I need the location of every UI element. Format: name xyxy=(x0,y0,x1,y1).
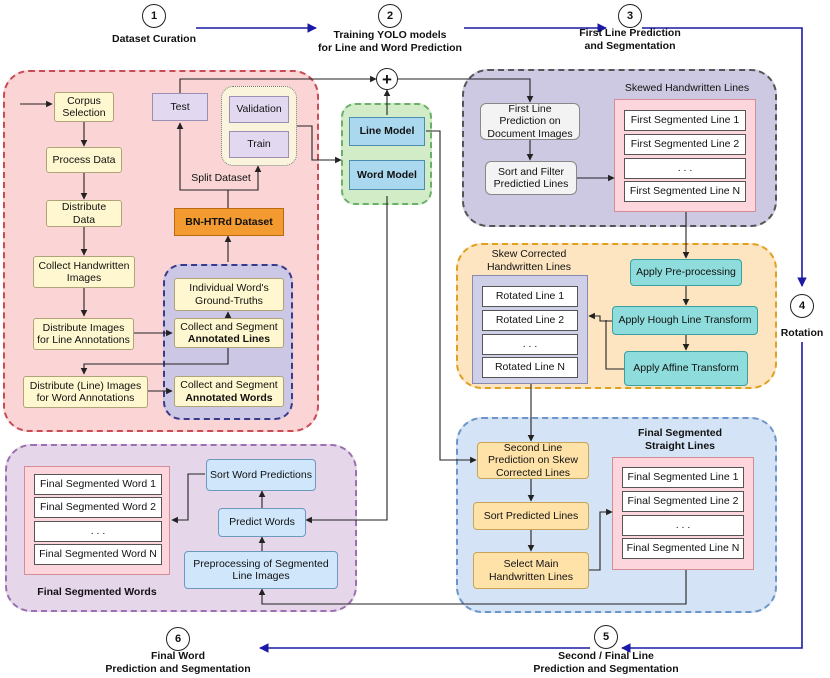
preprocessing-segmented-box: Preprocessing of Segmented Line Images xyxy=(184,551,338,589)
final-segmented-line-1: Final Segmented Line 1 xyxy=(622,467,744,488)
apply-affine-box: Apply Affine Transform xyxy=(624,351,748,386)
distribute-line-box: Distribute Images for Line Annotations xyxy=(33,318,134,350)
collect-images-box: Collect Handwritten Images xyxy=(33,256,135,288)
select-main-lines-box: Select Main Handwritten Lines xyxy=(473,552,589,589)
rotated-line-n: Rotated Line N xyxy=(482,357,578,378)
rotated-line-ellipsis: . . . xyxy=(482,334,578,355)
final-segmented-line-n: Final Segmented Line N xyxy=(622,538,744,559)
corpus-selection-box: Corpus Selection xyxy=(54,92,114,122)
step-3-badge: 3 xyxy=(618,4,642,28)
predict-words-box: Predict Words xyxy=(218,508,306,537)
final-segmented-line-ellipsis: . . . xyxy=(622,515,744,536)
second-line-prediction-box: Second Line Prediction on Skew Corrected… xyxy=(477,442,589,479)
skew-corrected-title: Skew Corrected Handwritten Lines xyxy=(486,248,572,273)
final-segmented-word-2: Final Segmented Word 2 xyxy=(34,497,162,518)
step-4-badge: 4 xyxy=(790,294,814,318)
bn-htrd-dataset-box: BN-HTRd Dataset xyxy=(174,208,284,236)
first-segmented-line-ellipsis: . . . xyxy=(624,158,746,179)
first-line-prediction-box: First Line Prediction on Document Images xyxy=(480,103,580,140)
apply-preprocessing-box: Apply Pre-processing xyxy=(630,259,742,286)
distribute-word-box: Distribute (Line) Images for Word Annota… xyxy=(23,376,148,408)
merge-plus-node: + xyxy=(376,68,398,90)
final-lines-title: Final Segmented Straight Lines xyxy=(637,427,722,452)
apply-hough-box: Apply Hough Line Transform xyxy=(612,306,758,335)
final-words-title: Final Segmented Words xyxy=(37,586,157,598)
final-segmented-word-ellipsis: . . . xyxy=(34,521,162,542)
ground-truths-box: Individual Word's Ground-Truths xyxy=(174,278,284,311)
train-box: Train xyxy=(229,131,289,158)
sort-predicted-lines-box: Sort Predicted Lines xyxy=(473,502,589,530)
first-segmented-line-n: First Segmented Line N xyxy=(624,181,746,202)
distribute-data-box: Distribute Data xyxy=(46,200,122,227)
first-segmented-line-1: First Segmented Line 1 xyxy=(624,110,746,131)
sort-filter-box: Sort and Filter Predictied Lines xyxy=(485,161,577,195)
step-4-label: Rotation xyxy=(780,327,824,339)
step-2-badge: 2 xyxy=(378,4,402,28)
final-segmented-word-1: Final Segmented Word 1 xyxy=(34,474,162,495)
step-6-badge: 6 xyxy=(166,627,190,651)
test-box: Test xyxy=(152,93,208,121)
split-dataset-label: Split Dataset xyxy=(191,172,251,184)
process-data-box: Process Data xyxy=(46,147,122,173)
final-segmented-line-2: Final Segmented Line 2 xyxy=(622,491,744,512)
sort-word-predictions-box: Sort Word Predictions xyxy=(206,459,316,491)
validation-box: Validation xyxy=(229,96,289,123)
step-5-badge: 5 xyxy=(594,625,618,649)
final-segmented-word-n: Final Segmented Word N xyxy=(34,544,162,565)
first-segmented-line-2: First Segmented Line 2 xyxy=(624,134,746,155)
rotated-line-1: Rotated Line 1 xyxy=(482,286,578,307)
rotated-line-2: Rotated Line 2 xyxy=(482,310,578,331)
step-1-label: Dataset Curation xyxy=(111,33,196,45)
line-model-box: Line Model xyxy=(349,117,425,146)
word-model-box: Word Model xyxy=(349,160,425,190)
skewed-lines-title: Skewed Handwritten Lines xyxy=(624,82,750,94)
step-1-badge: 1 xyxy=(142,4,166,28)
